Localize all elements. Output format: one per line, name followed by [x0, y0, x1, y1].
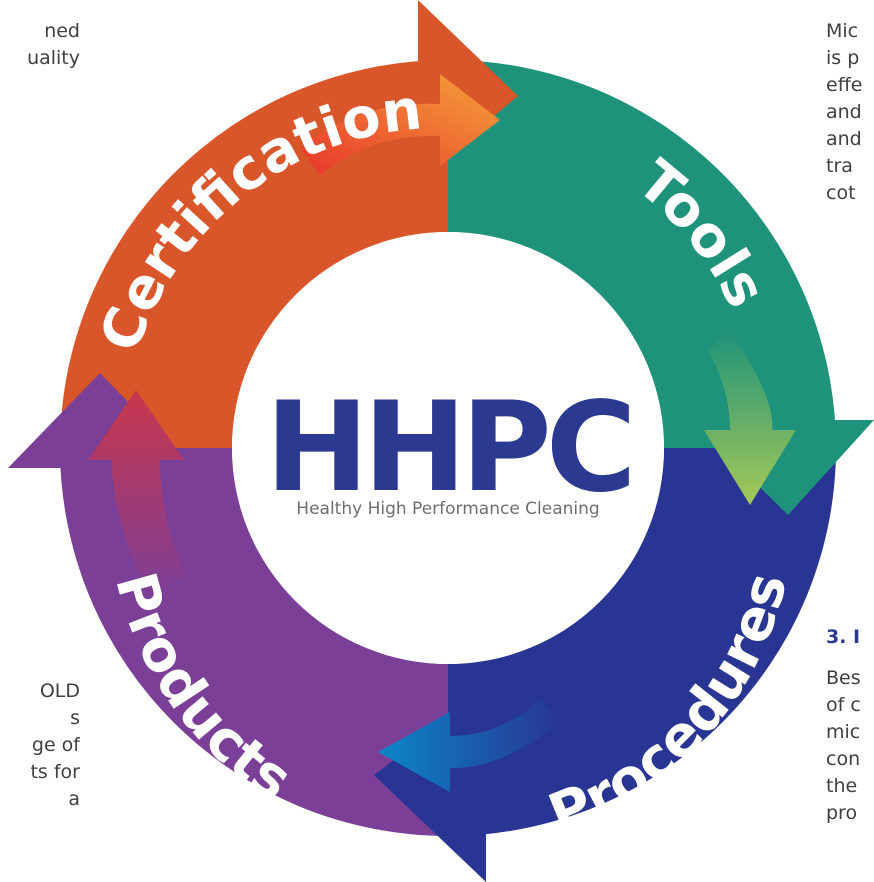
text-line: is p: [826, 47, 860, 69]
logo-subtitle: Healthy High Performance Cleaning: [296, 499, 599, 519]
text-line: and: [826, 101, 862, 123]
right-top-text: Mic is p effe and and tra cot: [826, 18, 874, 207]
section-heading: 3. I: [826, 626, 861, 648]
right-bottom-text: 3. I Bes of c mic con the pro: [826, 624, 874, 827]
text-line: pro: [826, 802, 858, 824]
text-line: and: [826, 128, 862, 150]
center-circle: [232, 232, 664, 664]
text-line: effe: [826, 74, 863, 96]
text-line: OLD: [39, 680, 80, 702]
text-line: tra: [826, 155, 853, 177]
logo-title: HHPC: [265, 376, 630, 520]
text-line: cot: [826, 182, 856, 204]
inner-arrow-products: [88, 390, 186, 600]
text-line: uality: [27, 47, 80, 69]
text-line: Bes: [826, 667, 861, 689]
text-line: the: [826, 775, 858, 797]
text-line: ned: [44, 20, 80, 42]
text-line: mic: [826, 721, 861, 743]
inner-arrow-certification: [300, 74, 500, 175]
segment-certification: [60, 60, 448, 448]
text-line: s: [70, 707, 80, 729]
left-top-text: ned uality: [0, 18, 80, 72]
segment-procedures: [448, 448, 836, 836]
text-line: Mic: [826, 20, 859, 42]
text-line: ts for: [30, 761, 80, 783]
left-bottom-text: OLD s ge of ts for a: [0, 678, 80, 813]
text-line: con: [826, 748, 861, 770]
text-line: a: [68, 788, 80, 810]
inner-arrow-procedures: [378, 700, 560, 792]
inner-arrow-tools: [704, 330, 796, 505]
text-line: ge of: [31, 734, 80, 756]
text-line: of c: [826, 694, 861, 716]
